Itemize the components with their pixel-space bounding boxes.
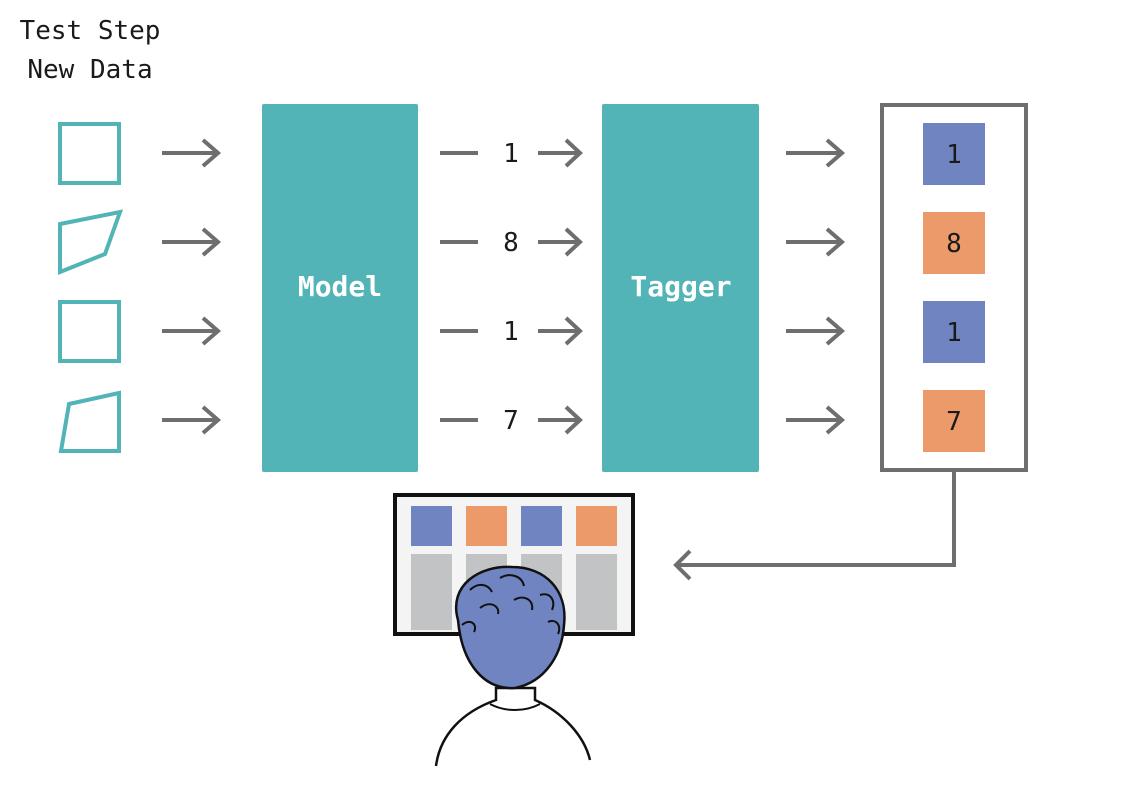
person-collar bbox=[489, 703, 541, 711]
output-arrows bbox=[786, 138, 846, 435]
screen-tile-2 bbox=[466, 506, 507, 546]
review-monitor bbox=[393, 493, 635, 636]
tagged-box-label-1: 1 bbox=[946, 140, 962, 170]
arrow-pred-3 bbox=[538, 316, 583, 346]
prediction-value-4: 7 bbox=[503, 406, 519, 436]
input-square-1 bbox=[58, 122, 121, 185]
person-hair-strands bbox=[461, 574, 561, 635]
prediction-value-3: 1 bbox=[503, 317, 519, 347]
tagged-box-label-4: 7 bbox=[946, 407, 962, 437]
header-new-data: New Data bbox=[27, 55, 153, 85]
screen-tile-1 bbox=[411, 506, 452, 546]
input-skewed-shape-4 bbox=[58, 390, 121, 453]
model-block bbox=[262, 104, 418, 472]
prediction-value-2: 8 bbox=[503, 228, 519, 258]
tagged-box-label-3: 1 bbox=[946, 318, 962, 348]
model-label: Model bbox=[298, 270, 382, 303]
input-arrows bbox=[162, 138, 222, 435]
screen-tile-3 bbox=[521, 506, 562, 546]
arrow-output-4 bbox=[786, 405, 846, 435]
arrow-input-4 bbox=[162, 405, 222, 435]
screen-tile-4 bbox=[576, 506, 617, 546]
tagged-box-1 bbox=[923, 123, 985, 185]
prediction-connectors bbox=[440, 138, 583, 435]
screen-bar-4 bbox=[576, 554, 617, 630]
arrow-output-2 bbox=[786, 227, 846, 257]
input-skewed-shape-2 bbox=[58, 209, 124, 275]
input-shapes bbox=[58, 122, 124, 453]
arrow-output-1 bbox=[786, 138, 846, 168]
person-reviewer bbox=[434, 565, 592, 767]
arrow-pred-1 bbox=[538, 138, 583, 168]
person-shoulders bbox=[434, 686, 592, 767]
header-test-step: Test Step bbox=[19, 16, 161, 46]
arrow-input-3 bbox=[162, 316, 222, 346]
tagger-block bbox=[602, 104, 759, 472]
arrow-output-3 bbox=[786, 316, 846, 346]
tagged-box-2 bbox=[923, 212, 985, 274]
tagged-box-3 bbox=[923, 301, 985, 363]
tagged-output-container bbox=[880, 103, 1028, 472]
arrow-pred-4 bbox=[538, 405, 583, 435]
screen-bar-1 bbox=[411, 554, 452, 630]
prediction-value-1: 1 bbox=[503, 139, 519, 169]
return-arrow bbox=[673, 472, 956, 581]
arrow-input-1 bbox=[162, 138, 222, 168]
tagged-box-label-2: 8 bbox=[946, 229, 962, 259]
input-square-3 bbox=[58, 300, 121, 363]
arrow-pred-2 bbox=[538, 227, 583, 257]
arrow-input-2 bbox=[162, 227, 222, 257]
person-head bbox=[455, 565, 566, 690]
tagged-box-4 bbox=[923, 390, 985, 452]
tagger-label: Tagger bbox=[630, 270, 731, 303]
